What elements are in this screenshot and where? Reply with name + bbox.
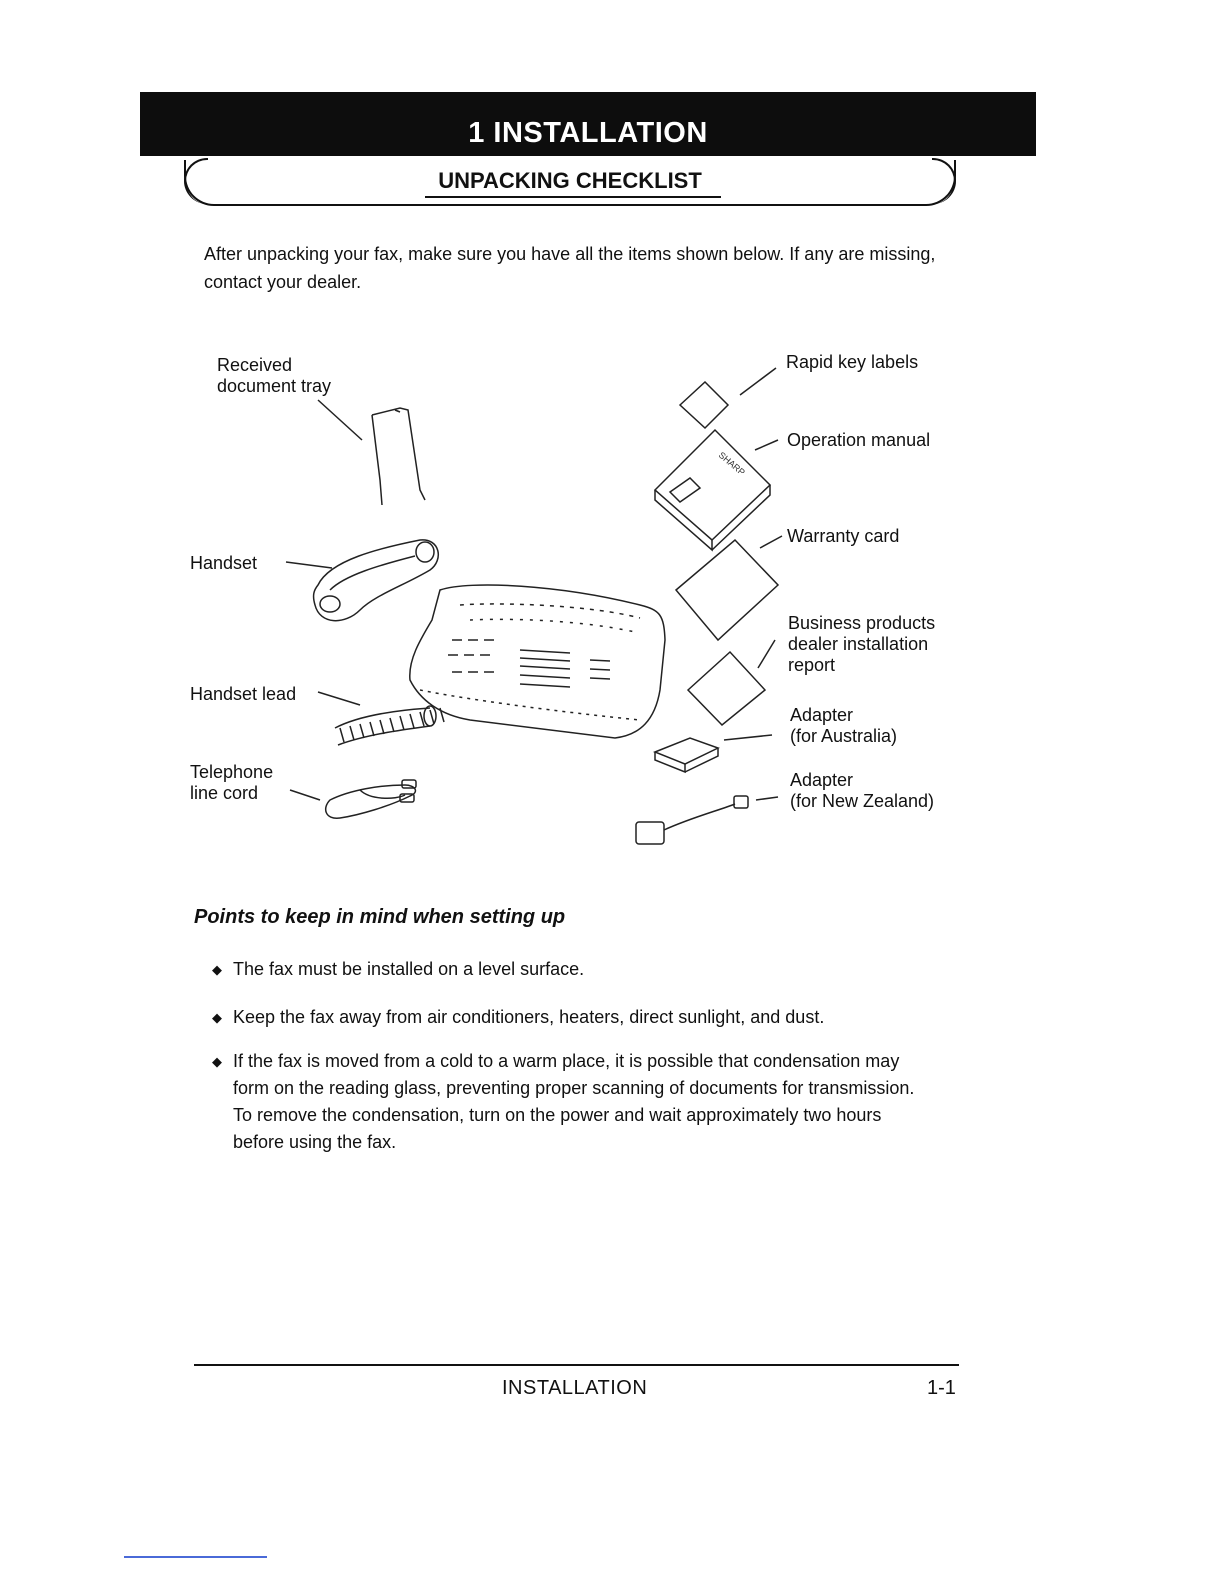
footer-rule	[194, 1364, 959, 1366]
points-heading: Points to keep in mind when setting up	[194, 906, 566, 928]
chapter-title: 1 INSTALLATION	[468, 117, 708, 149]
intro-paragraph: After unpacking your fax, make sure you …	[204, 244, 936, 292]
label-handset-lead: Handset lead	[190, 684, 297, 704]
bullet-icon: ◆	[212, 962, 222, 977]
section-title-text: UNPACKING CHECKLIST	[438, 168, 702, 193]
rapid-key-labels-drawing	[678, 367, 777, 430]
bullet-icon: ◆	[212, 1054, 222, 1069]
list-item-text: If the fax is moved from a cold to a war…	[233, 1051, 915, 1152]
fax-machine-drawing	[409, 584, 666, 739]
label-warranty-card: Warranty card	[787, 526, 900, 546]
document-tray-drawing	[317, 399, 426, 506]
list-item-text: Keep the fax away from air conditioners,…	[233, 1007, 825, 1027]
footer-section-name: INSTALLATION	[502, 1377, 648, 1399]
label-operation-manual: Operation manual	[787, 430, 931, 450]
warranty-card-drawing	[674, 535, 783, 642]
label-received-tray: Received document tray	[217, 355, 332, 396]
handset-lead-drawing	[317, 691, 445, 746]
label-adapter-australia: Adapter (for Australia)	[790, 705, 898, 746]
section-title: UNPACKING CHECKLIST	[184, 168, 956, 194]
business-report-drawing	[686, 639, 776, 727]
footer-page-number: 1-1	[927, 1377, 956, 1399]
chapter-banner	[140, 92, 1036, 156]
label-business-report: Business products dealer installation re…	[788, 613, 936, 675]
label-handset: Handset	[190, 553, 258, 573]
operation-manual-drawing	[653, 428, 779, 552]
adapter-nz-drawing	[635, 795, 779, 845]
bottom-edge-marker	[124, 1556, 267, 1558]
telephone-line-cord-drawing	[289, 779, 417, 819]
manual-brand-text: SHARP	[717, 450, 747, 478]
section-title-underline	[425, 196, 721, 198]
list-item-text: The fax must be installed on a level sur…	[233, 959, 585, 979]
bullet-icon: ◆	[212, 1010, 222, 1025]
handset-drawing	[285, 539, 440, 622]
fax-package-illustration: SHARP	[285, 367, 783, 845]
label-telephone-line-cord: Telephone line cord	[190, 762, 274, 803]
label-adapter-nz: Adapter (for New Zealand)	[790, 770, 935, 811]
adapter-australia-drawing	[652, 734, 773, 774]
label-rapid-key-labels: Rapid key labels	[786, 352, 919, 372]
